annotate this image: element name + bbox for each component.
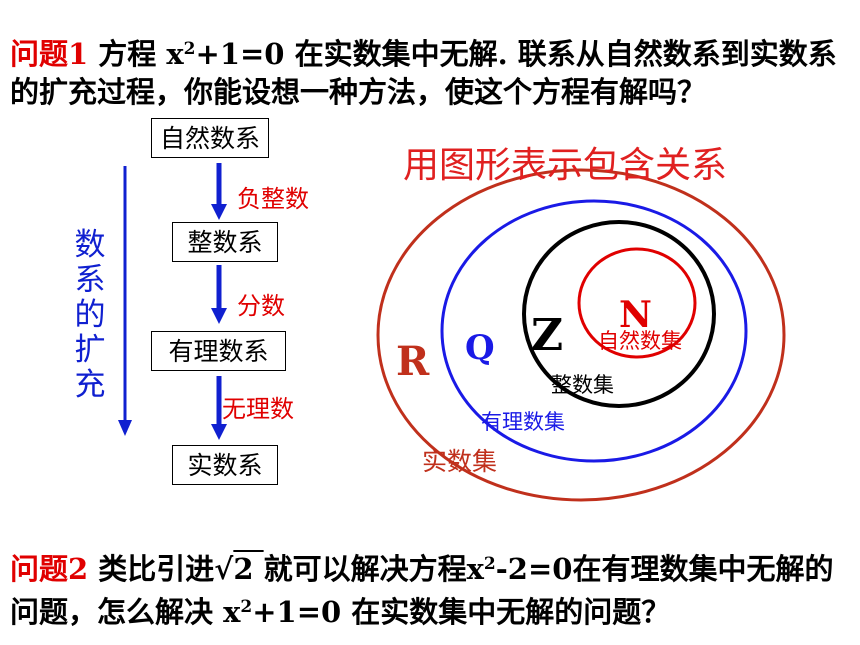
step-arrow-1-head xyxy=(211,204,227,220)
circle-R xyxy=(376,168,786,502)
venn-title: 用图形表示包含关系 xyxy=(403,145,728,186)
label-natural-set: 自然数集 xyxy=(598,329,682,353)
box-reals: 实数系 xyxy=(172,445,278,485)
letter-Z: Z xyxy=(531,310,564,361)
letter-Q: Q xyxy=(465,328,495,368)
expansion-label: 数系的扩充 xyxy=(74,227,106,403)
box-rationals: 有理数系 xyxy=(151,331,286,371)
letter-N: N xyxy=(619,294,652,336)
step-arrow-3-head xyxy=(211,424,227,440)
problem-2-text: 问题2 类比引进√2 就可以解决方程x2-2=0在有理数集中无解的问题，怎么解决… xyxy=(10,552,834,629)
step-arrow-2-head xyxy=(211,308,227,324)
circle-N xyxy=(577,247,697,359)
expansion-arrow-head xyxy=(118,420,132,436)
problem-1-label: 问题1 xyxy=(10,37,89,71)
label-rational-set: 有理数集 xyxy=(481,410,565,434)
label-real-set: 实数集 xyxy=(422,447,498,476)
problem-1-text: 问题1 方程 x2+1=0 在实数集中无解. 联系从自然数系到实数系的扩充过程，… xyxy=(10,37,837,109)
letter-R: R xyxy=(396,338,430,385)
box-integers: 整数系 xyxy=(172,222,278,262)
circle-Q xyxy=(440,199,748,463)
step-label-negative-integers: 负整数 xyxy=(237,185,309,213)
step-label-irrationals: 无理数 xyxy=(222,395,294,423)
problem-2-label: 问题2 xyxy=(10,552,89,586)
label-integer-set: 整数集 xyxy=(551,373,614,397)
step-label-fractions: 分数 xyxy=(237,292,285,320)
circle-Z xyxy=(522,220,716,408)
box-natural-numbers: 自然数系 xyxy=(151,118,269,158)
